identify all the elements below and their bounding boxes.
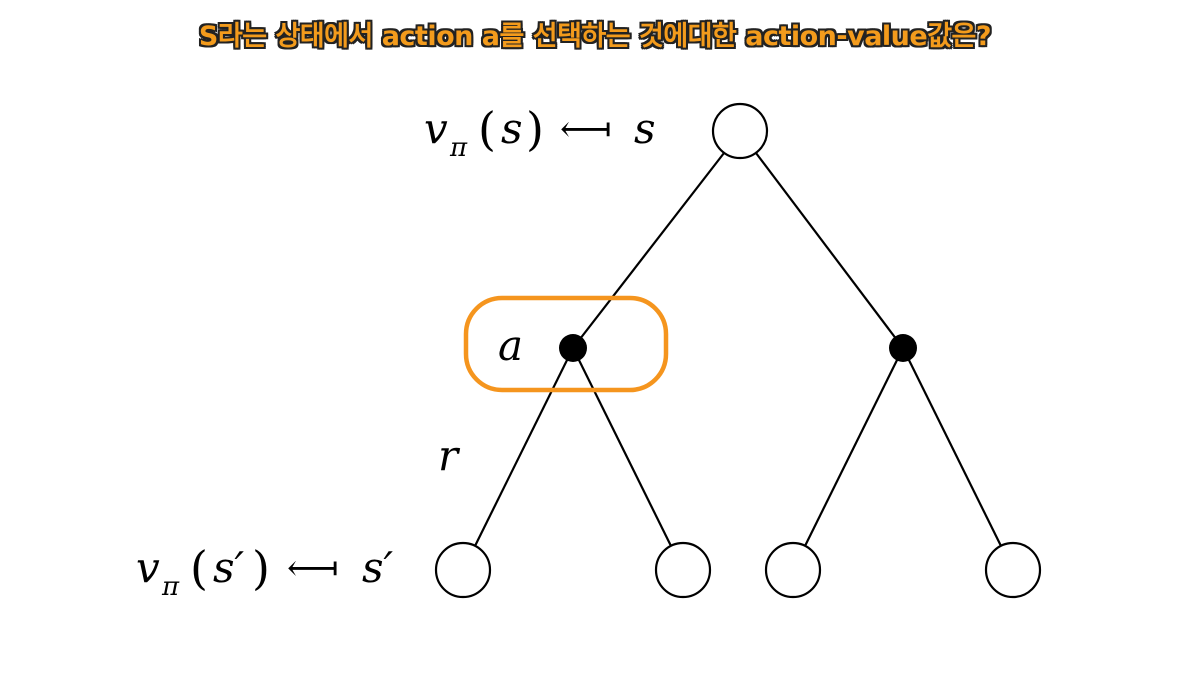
root-value-label: v π ( s ) ⟻ s [424,102,656,163]
action-highlight-box [463,295,669,393]
root-state-node [711,102,769,160]
next-backup-arrow: ⟻ [287,548,339,589]
edge-root-to-action-right [755,152,904,349]
next-state-node-2 [654,541,712,599]
edge-action-right-to-state-4 [902,347,1002,547]
next-value-paren-open: ( [190,541,208,595]
root-value-subscript: π [449,133,468,163]
action-node-left [559,334,587,362]
next-state-node-1 [434,541,492,599]
action-node-right [889,334,917,362]
reward-label: r [438,431,461,480]
root-state-symbol: s [634,104,656,153]
root-backup-arrow: ⟻ [560,109,612,150]
page-title: S라는 상태에서 action a를 선택하는 것에대한 action-valu… [198,21,992,52]
next-value-subscript: π [161,572,180,602]
next-value-argument: s′ [213,543,245,592]
root-value-symbol: v [424,104,448,153]
edge-action-left-to-state-2 [572,347,672,547]
edge-action-right-to-state-3 [804,347,904,547]
root-value-paren-open: ( [478,102,496,156]
next-state-symbol: s′ [362,543,394,592]
next-value-symbol: v [136,543,160,592]
next-state-value-label: v π ( s′ ) ⟻ s′ [136,541,394,602]
root-value-paren-close: ) [526,102,544,156]
edge-action-left-to-state-1 [474,347,574,547]
tree-edges [474,152,1002,547]
next-value-paren-close: ) [252,541,270,595]
next-state-node-4 [984,541,1042,599]
root-value-argument: s [501,104,523,153]
edge-root-to-action-left [572,152,725,349]
next-state-node-3 [764,541,822,599]
action-label: a [498,321,523,370]
